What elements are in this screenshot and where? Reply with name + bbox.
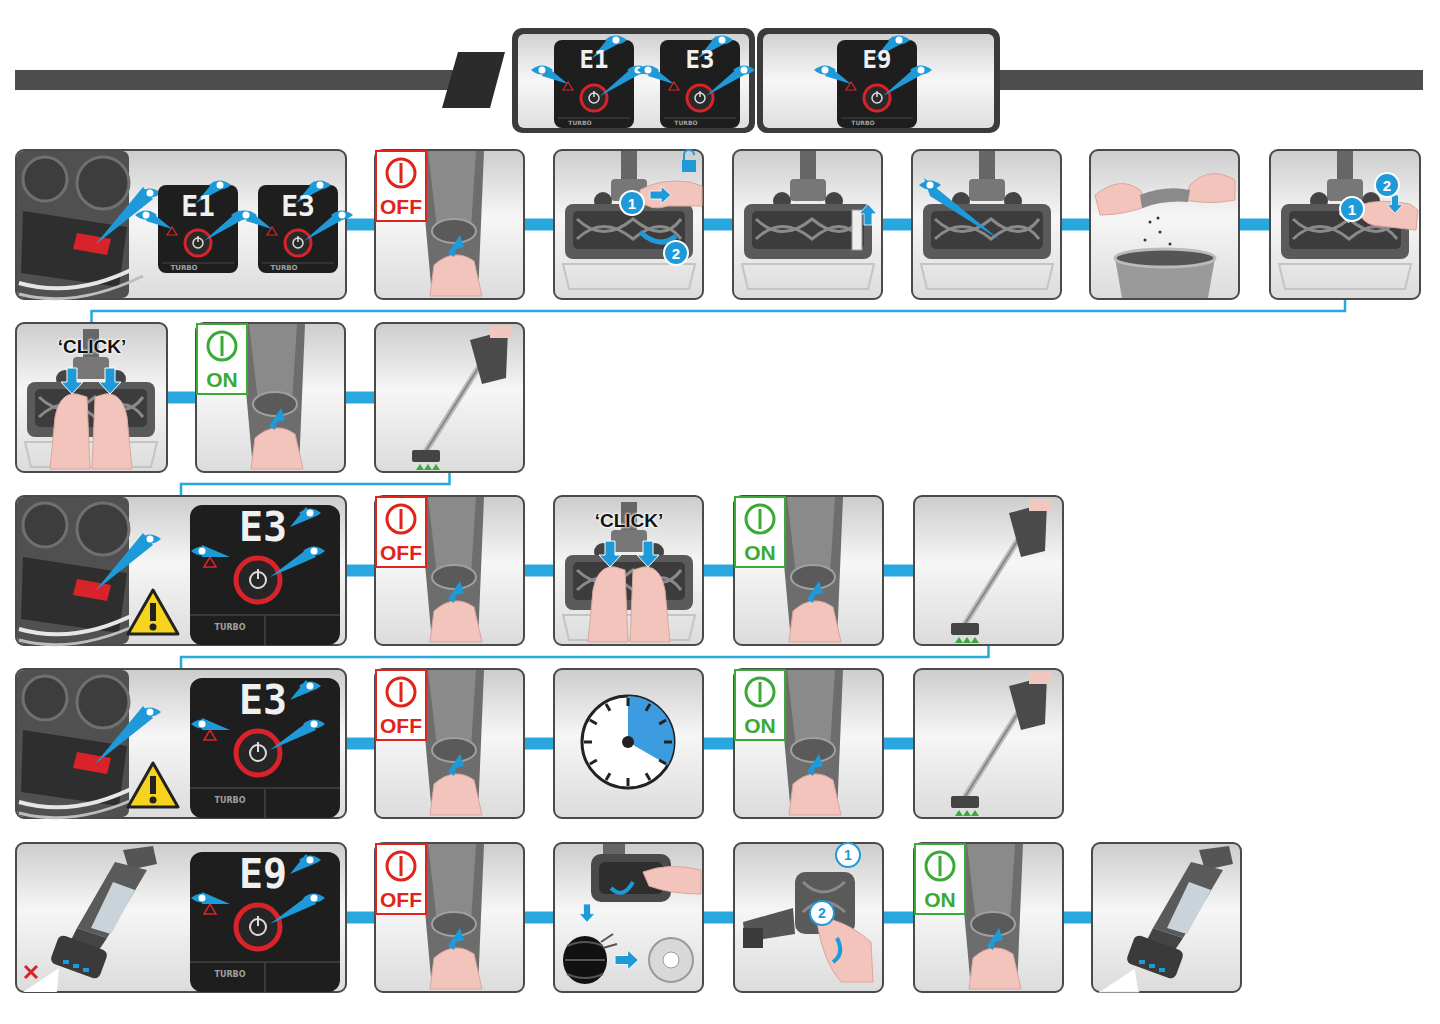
header-bar <box>442 52 505 108</box>
step-panel <box>732 149 883 300</box>
flow-connector <box>168 392 195 404</box>
status-panel: E1TURBO E3TURBO <box>15 149 347 300</box>
step-panel: ON <box>733 495 884 646</box>
state-label: OFF <box>380 715 422 736</box>
step-panel: 12 <box>553 149 704 300</box>
callout-number: 1 <box>1348 202 1356 217</box>
flow-connector <box>1064 912 1091 924</box>
error-tab: E9TURBO <box>757 28 1000 133</box>
button-label: TURBO <box>270 265 297 272</box>
callout-number: 2 <box>818 906 826 920</box>
step-panel <box>913 668 1064 819</box>
flow-connector <box>181 473 450 495</box>
step-panel: 21 <box>1269 149 1421 300</box>
callout-number: 2 <box>1383 178 1391 193</box>
state-label: OFF <box>380 196 422 217</box>
error-code: E3 <box>239 507 287 547</box>
step-panel: ‘CLICK’ <box>15 322 168 473</box>
flow-connector <box>1062 219 1089 231</box>
error-code: E1 <box>580 48 609 72</box>
step-panel <box>913 495 1064 646</box>
error-code: E3 <box>239 680 287 720</box>
error-code: E3 <box>281 193 315 221</box>
step-panel <box>553 668 704 819</box>
header-bar <box>1000 70 1423 90</box>
step-panel: ON <box>195 322 346 473</box>
flow-connector <box>181 646 989 668</box>
step-panel <box>374 322 525 473</box>
error-code: E1 <box>181 193 215 221</box>
flow-connector <box>347 565 374 577</box>
callout-number: 2 <box>672 246 680 261</box>
flow-connector <box>525 912 553 924</box>
flow-connector <box>346 392 374 404</box>
step-panel: ON <box>913 842 1064 993</box>
state-label: ON <box>924 889 956 910</box>
step-panel: OFF <box>374 495 525 646</box>
flow-connector <box>1240 219 1269 231</box>
click-label: ‘CLICK’ <box>595 511 664 530</box>
step-panel: ‘CLICK’ <box>553 495 704 646</box>
error-tab: E1TURBO E3TURBO <box>512 28 755 133</box>
flow-connector <box>347 912 374 924</box>
button-label: TURBO <box>674 120 697 126</box>
step-panel <box>1089 149 1240 300</box>
state-label: ON <box>744 542 776 563</box>
callout-number: 1 <box>844 848 852 862</box>
header-bar <box>15 70 465 90</box>
status-panel: E3TURBO <box>15 495 347 646</box>
flow-connector <box>525 219 553 231</box>
button-label: TURBO <box>214 797 245 805</box>
flow-connector <box>883 219 911 231</box>
click-label: ‘CLICK’ <box>58 337 127 356</box>
status-panel: E9TURBO <box>15 842 347 993</box>
state-label: OFF <box>380 542 422 563</box>
flow-connector <box>884 912 913 924</box>
step-panel <box>553 842 704 993</box>
step-panel <box>911 149 1062 300</box>
button-label: TURBO <box>170 265 197 272</box>
error-code: E9 <box>863 48 892 72</box>
state-label: ON <box>744 715 776 736</box>
step-panel <box>1091 842 1242 993</box>
flow-connector <box>884 738 913 750</box>
step-panel: OFF <box>374 842 525 993</box>
callout-number: 1 <box>628 196 636 211</box>
button-label: TURBO <box>851 120 874 126</box>
flow-connector <box>347 219 374 231</box>
status-panel: E3TURBO <box>15 668 347 819</box>
error-code: E3 <box>686 48 715 72</box>
flow-connector <box>704 565 733 577</box>
flow-connector <box>525 738 553 750</box>
flow-connector <box>704 912 733 924</box>
button-label: TURBO <box>568 120 591 126</box>
step-panel: ON <box>733 668 884 819</box>
state-label: ON <box>206 369 238 390</box>
step-panel: 12 <box>733 842 884 993</box>
flow-connector <box>704 219 732 231</box>
button-label: TURBO <box>214 624 245 632</box>
step-panel: OFF <box>374 149 525 300</box>
flow-connector <box>704 738 733 750</box>
flow-connector <box>525 565 553 577</box>
error-code: E9 <box>239 854 287 894</box>
state-label: OFF <box>380 889 422 910</box>
flow-connector <box>884 565 913 577</box>
flow-connector <box>347 738 374 750</box>
flow-connector <box>92 300 1346 322</box>
button-label: TURBO <box>214 971 245 979</box>
step-panel: OFF <box>374 668 525 819</box>
row5-art <box>0 0 1233 992</box>
